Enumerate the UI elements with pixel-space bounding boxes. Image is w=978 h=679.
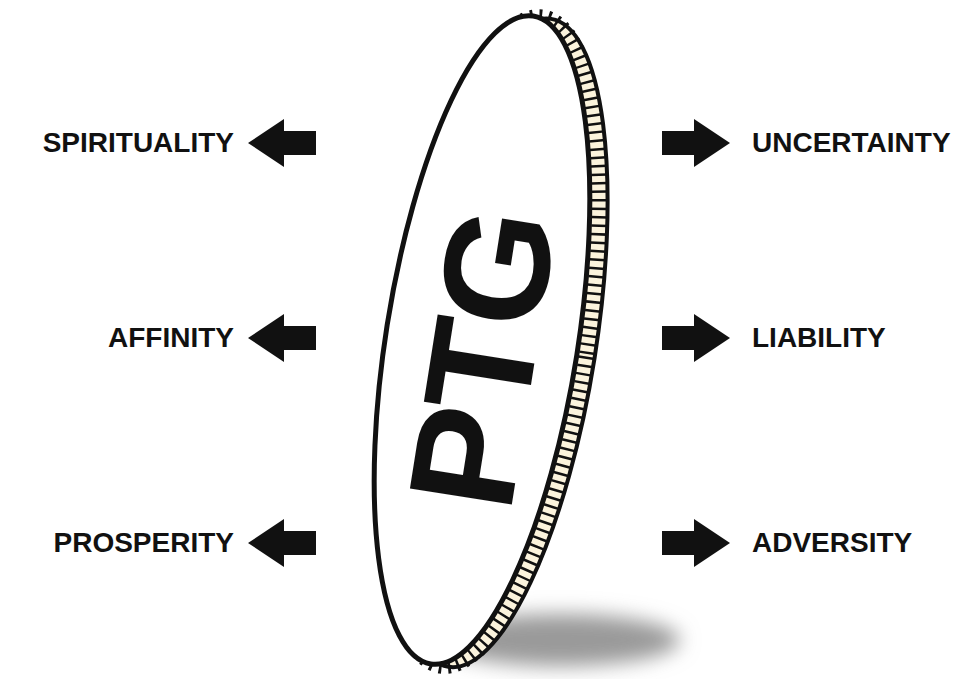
outcome-label: ADVERSITY [752, 529, 912, 557]
coin-body [336, 1, 646, 679]
outcome-label: AFFINITY [108, 324, 234, 352]
outcome-label: LIABILITY [752, 324, 886, 352]
right-arrows [662, 119, 730, 567]
outcome-label: UNCERTAINTY [752, 129, 951, 157]
coin-node: PTG [360, 0, 620, 679]
left-arrows [248, 119, 316, 567]
outcome-label: PROSPERITY [54, 529, 234, 557]
outcome-label: SPIRITUALITY [43, 129, 234, 157]
coin-face [336, 1, 628, 679]
